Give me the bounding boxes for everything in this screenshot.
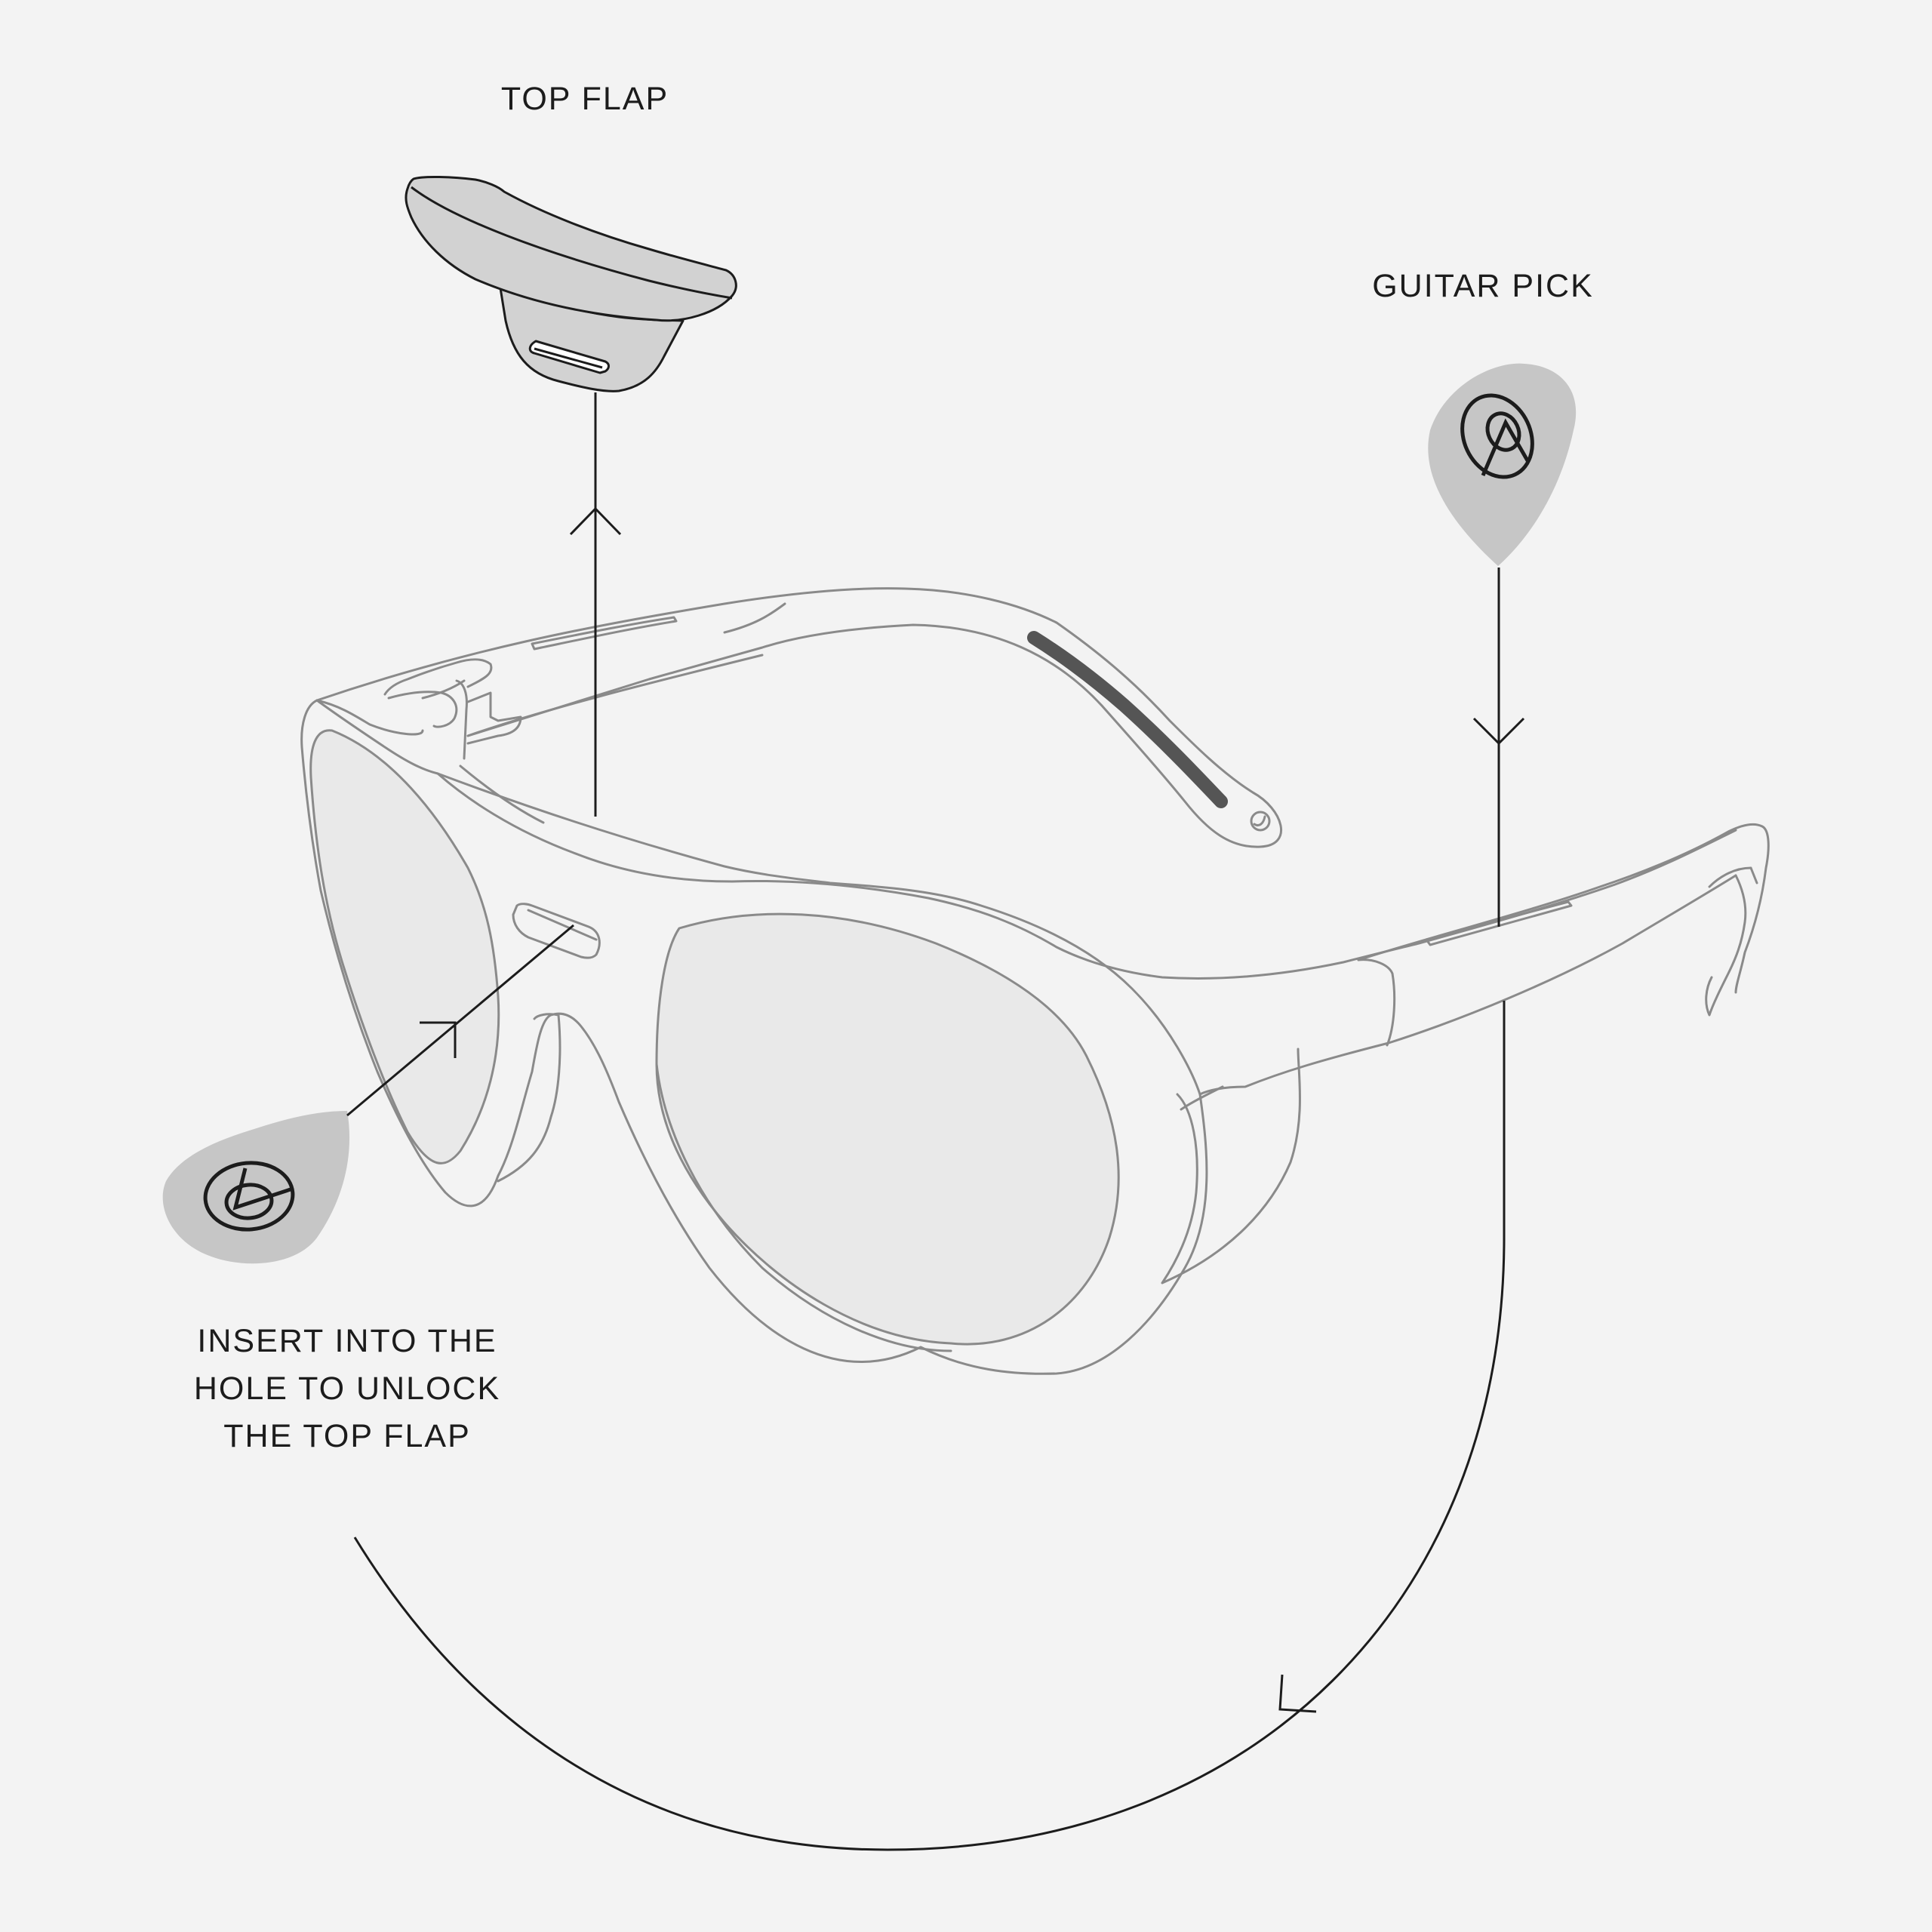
guitar-pick-left bbox=[162, 1111, 350, 1264]
near-temple-slot bbox=[1425, 900, 1573, 946]
right-lens bbox=[655, 912, 1120, 1346]
brow-bar bbox=[436, 772, 1420, 980]
arc-arrow-icon bbox=[1278, 1674, 1317, 1713]
pick-logo-icon bbox=[1460, 393, 1534, 479]
rotation-arc bbox=[353, 1001, 1506, 1851]
left-hinge bbox=[315, 658, 522, 760]
pick-logo-icon bbox=[203, 1161, 295, 1232]
callout-lines bbox=[346, 392, 1525, 1851]
far-temple-arm bbox=[315, 587, 1283, 848]
far-temple-tip-hole bbox=[1250, 811, 1271, 832]
temple-grip-pad bbox=[1027, 631, 1228, 808]
arrow-down-icon bbox=[1472, 717, 1525, 746]
near-temple-arm bbox=[1357, 823, 1770, 994]
sunglasses-illustration bbox=[300, 587, 1770, 1375]
left-lens bbox=[309, 729, 500, 1164]
top-flap-part bbox=[405, 175, 737, 392]
pick-shape bbox=[1428, 363, 1577, 566]
arrow-up-icon bbox=[569, 506, 622, 536]
frame-outer bbox=[300, 699, 1737, 1375]
left-nose-pad bbox=[497, 1013, 561, 1183]
right-side-shield bbox=[1161, 1048, 1301, 1284]
top-flap-lid bbox=[405, 175, 737, 322]
top-flap-label: TOP FLAP bbox=[500, 81, 669, 117]
guitar-pick-right bbox=[1428, 363, 1577, 566]
insert-arrow-icon bbox=[420, 1021, 457, 1058]
near-hinge bbox=[1357, 958, 1396, 1047]
guitar-pick-label: GUITAR PICK bbox=[1372, 268, 1594, 304]
nose-slot-hole bbox=[512, 903, 601, 959]
insert-leader-line bbox=[346, 924, 574, 1117]
instruction-text: INSERT INTO THE HOLE TO UNLOCK THE TOP F… bbox=[193, 1323, 501, 1454]
far-temple-slot bbox=[531, 616, 678, 651]
